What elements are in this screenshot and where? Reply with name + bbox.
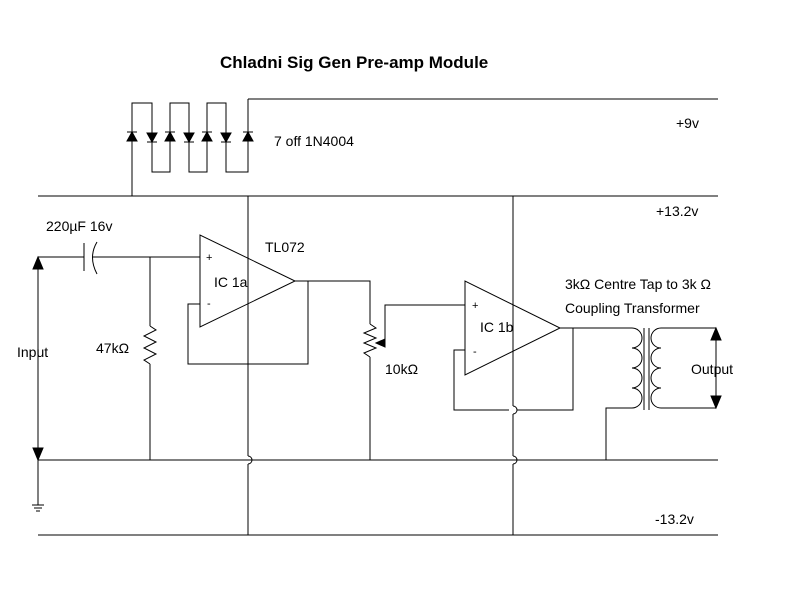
ic1b-feedback-wire [453, 327, 574, 411]
diode-icon [201, 130, 213, 142]
ic1a-opamp [199, 234, 297, 328]
diode-icon [183, 132, 195, 144]
opamp-chip-label: TL072 [265, 239, 305, 255]
diode-icon [164, 130, 176, 142]
ic1a-feedback-wire [187, 280, 309, 365]
transformer-label-line1: 3kΩ Centre Tap to 3k Ω [565, 276, 711, 292]
diode-icon [220, 132, 232, 144]
ic1b-minus-sign: - [473, 346, 477, 358]
diodes-label: 7 off 1N4004 [274, 133, 354, 149]
input-label: Input [17, 344, 48, 360]
rail-minus13-label: -13.2v [655, 511, 694, 527]
input-capacitor [38, 241, 200, 275]
potentiometer-10k [308, 280, 465, 460]
ic1a-label: IC 1a [214, 274, 248, 290]
ic1b-plus-sign: + [472, 300, 478, 312]
wire-hop [512, 405, 518, 415]
rails [38, 98, 718, 536]
page-title: Chladni Sig Gen Pre-amp Module [220, 53, 488, 72]
input-arrow [32, 255, 44, 462]
ground-icon [32, 460, 44, 512]
transformer-label-line2: Coupling Transformer [565, 300, 700, 316]
diode-icon [242, 130, 254, 142]
diode-icon [126, 130, 138, 142]
ic1a-minus-sign: - [207, 298, 211, 310]
wire-hop [512, 455, 518, 465]
output-arrow [710, 326, 722, 410]
ic1b-opamp [464, 280, 562, 376]
rail-plus13-label: +13.2v [656, 203, 698, 219]
diode-icon [146, 132, 158, 144]
input-cap-label: 220µF 16v [46, 218, 112, 234]
output-label: Output [691, 361, 733, 377]
pot-label: 10kΩ [385, 361, 418, 377]
coupling-transformer [573, 327, 716, 460]
resistor-47k-label: 47kΩ [96, 340, 129, 356]
rail-plus9-label: +9v [676, 115, 699, 131]
diode-chain [126, 99, 254, 196]
wiper-arrow-icon [374, 338, 386, 348]
ic1a-plus-sign: + [206, 252, 212, 264]
ic1b-label: IC 1b [480, 319, 514, 335]
wire-hop [247, 455, 253, 465]
resistor-47k [142, 257, 158, 460]
